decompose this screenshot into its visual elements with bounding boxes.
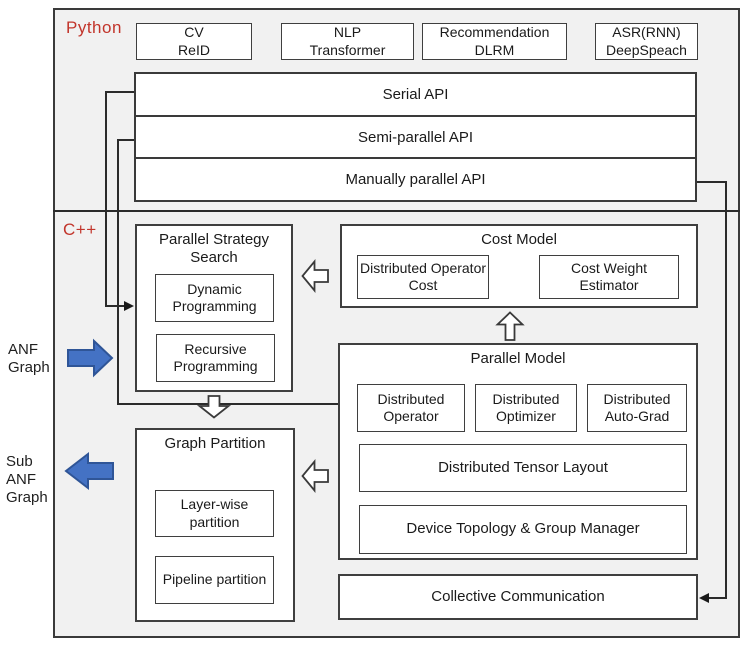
- semi-api-connector-run: [117, 403, 345, 405]
- layer-wise-partition-box: Layer-wise partition: [155, 490, 274, 537]
- cost-model-title: Cost Model: [481, 231, 557, 248]
- app-box-line1: CV: [184, 24, 204, 40]
- arrowhead-into-collective-communication: [699, 592, 709, 603]
- distributed-optimizer-box: Distributed Optimizer: [475, 384, 577, 432]
- parallel-strategy-search-box: Parallel Strategy Search Dynamic Program…: [135, 224, 293, 392]
- serial-api-connector-vertical: [105, 91, 107, 307]
- collective-communication-bar: Collective Communication: [338, 574, 698, 620]
- anf-graph-label-line2: Graph: [8, 359, 50, 376]
- distributed-operator-cost-box: Distributed Operator Cost: [357, 255, 489, 299]
- graph-partition-title: Graph Partition: [164, 435, 266, 452]
- pipeline-partition-box: Pipeline partition: [155, 556, 274, 604]
- manual-api-connector-run: [708, 597, 727, 599]
- python-cpp-divider: [53, 210, 740, 212]
- anf-graph-label-line1: ANF: [8, 341, 38, 358]
- app-box-line1: ASR(RNN): [612, 24, 681, 40]
- app-box-line2: DeepSpeach: [606, 41, 687, 58]
- semi-parallel-api-bar: Semi-parallel API: [136, 117, 695, 160]
- anf-graph-label: ANF Graph: [8, 341, 50, 377]
- app-box-line2: DLRM: [474, 41, 515, 58]
- api-bars: Serial API Semi-parallel API Manually pa…: [134, 72, 697, 202]
- app-box-line1: Recommendation: [439, 24, 550, 40]
- parallel-model-box: Parallel Model Distributed Operator Dist…: [338, 343, 698, 560]
- sub-anf-graph-label-line3: Graph: [6, 489, 48, 506]
- manual-api-connector-vertical: [725, 181, 727, 599]
- python-section-label: Python: [66, 18, 122, 37]
- strategy-to-graph-partition-arrow-icon: [196, 395, 232, 419]
- cost-model-to-strategy-arrow-icon: [301, 259, 329, 293]
- cost-weight-estimator-box: Cost Weight Estimator: [539, 255, 679, 299]
- app-box-line2: Transformer: [309, 41, 386, 58]
- serial-api-connector-run: [105, 305, 127, 307]
- sub-anf-graph-output-arrow-icon: [64, 451, 114, 491]
- sub-anf-graph-label-line2: ANF: [6, 471, 36, 488]
- serial-api-connector-stub: [106, 91, 134, 93]
- manually-parallel-api-bar: Manually parallel API: [345, 171, 486, 189]
- parallel-model-to-graph-partition-arrow-icon: [301, 459, 329, 493]
- device-topology-group-manager-box: Device Topology & Group Manager: [359, 505, 687, 554]
- recursive-programming-box: Recursive Programming: [156, 334, 275, 382]
- sub-anf-graph-label: Sub ANF Graph: [6, 453, 48, 507]
- graph-partition-box: Graph Partition Layer-wise partition Pip…: [135, 428, 295, 622]
- sub-anf-graph-label-line1: Sub: [6, 453, 33, 470]
- distributed-tensor-layout-box: Distributed Tensor Layout: [359, 444, 687, 492]
- semi-api-connector-stub: [118, 139, 134, 141]
- app-box-line1: NLP: [333, 24, 362, 40]
- distributed-operator-box: Distributed Operator: [357, 384, 465, 432]
- app-box-asr-deepspeach: ASR(RNN)DeepSpeach: [595, 23, 698, 60]
- parallel-model-title: Parallel Model: [470, 350, 566, 367]
- distributed-auto-grad-box: Distributed Auto-Grad: [587, 384, 687, 432]
- app-box-line2: ReID: [178, 41, 210, 58]
- dynamic-programming-box: Dynamic Programming: [155, 274, 274, 322]
- parallel-model-to-cost-model-arrow-icon: [495, 311, 525, 341]
- cpp-section-label: C++: [63, 220, 97, 239]
- serial-api-bar: Serial API: [136, 74, 695, 117]
- manual-api-connector-stub: [697, 181, 727, 183]
- cost-model-box: Cost Model Distributed Operator Cost Cos…: [340, 224, 698, 308]
- arrowhead-into-strategy-search: [124, 300, 134, 311]
- semi-api-connector-vertical: [117, 139, 119, 405]
- anf-graph-input-arrow-icon: [67, 338, 114, 378]
- parallel-strategy-search-title: Parallel Strategy Search: [158, 231, 270, 266]
